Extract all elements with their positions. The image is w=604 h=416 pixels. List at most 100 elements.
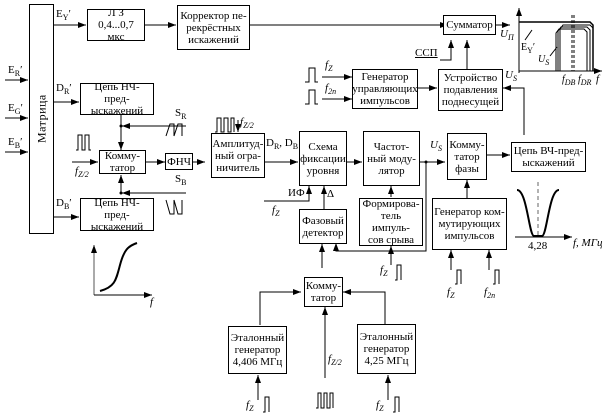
spectrum-fdr-main: f bbox=[578, 74, 581, 85]
label-up: UП bbox=[500, 29, 514, 43]
lpf-block: ФНЧ bbox=[165, 153, 193, 170]
label-f2n-sw-main: f bbox=[484, 286, 488, 298]
pulse-fz2-lim bbox=[215, 117, 235, 133]
label-fz-ref1: fZ bbox=[246, 400, 254, 414]
reference-generator-2-block: Эталонный генератор 4,25 МГц bbox=[357, 324, 416, 374]
label-fz2-comm-sub: Z/2 bbox=[78, 170, 89, 180]
wire-ssp bbox=[440, 40, 454, 61]
label-fz-if: fZ bbox=[272, 205, 280, 219]
label-drdb: DR, DB bbox=[266, 138, 298, 152]
sawtooth-sb bbox=[165, 199, 183, 215]
label-drdb-d1: D bbox=[266, 137, 274, 149]
label-fz-sw-main: f bbox=[447, 286, 451, 298]
subcarrier-suppressor-block: Устройство подавления поднесущей bbox=[438, 69, 503, 111]
label-fz-ref2-sub: Z bbox=[379, 404, 384, 414]
label-f2n-gen-sub: 2n bbox=[328, 87, 337, 97]
label-fz-ref2: fZ bbox=[376, 400, 384, 414]
label-db-sub: B bbox=[63, 202, 70, 212]
control-pulse-generator-block: Генератор управляющих импульсов bbox=[352, 69, 418, 109]
wire-ref2-comm2 bbox=[343, 289, 386, 325]
label-fz2-comm-main: f bbox=[75, 165, 79, 177]
label-us-supp: US bbox=[505, 70, 517, 84]
label-fz2-comm2: fZ/2 bbox=[328, 354, 342, 368]
lf-preemphasis-r-block: Цепь НЧ-пред- ыскажений bbox=[80, 81, 154, 117]
label-drdb-d2: , D bbox=[279, 137, 293, 149]
spectrum-chart bbox=[516, 8, 602, 74]
label-delta: Δ bbox=[327, 188, 335, 200]
spectrum-us-label: US bbox=[538, 54, 549, 68]
spectrum-ey-sub: Y bbox=[527, 46, 533, 55]
label-eb-sub: B bbox=[14, 141, 21, 151]
label-fz-ref1-main: f bbox=[246, 399, 250, 411]
wire-us-supp bbox=[503, 85, 525, 135]
label-eg: EG′ bbox=[8, 102, 23, 117]
sawtooth-sr bbox=[165, 123, 183, 137]
blanking-pulse-former-block: Формирова- тель импуль- сов срыва bbox=[359, 198, 423, 246]
label-fz-sw: fZ bbox=[447, 287, 455, 301]
label-fz-if-main: f bbox=[272, 204, 276, 216]
matrix-block: Матрица bbox=[29, 4, 54, 234]
spectrum-f-label: f bbox=[596, 73, 600, 85]
commutator-2-block: Комму- татор bbox=[304, 277, 343, 307]
label-sb: SB bbox=[175, 174, 186, 188]
label-us-main: US bbox=[430, 140, 442, 154]
crosstalk-corrector-block: Корректор пе- рекрёстных искажений bbox=[177, 5, 250, 50]
label-db: DB′ bbox=[56, 197, 72, 212]
spectrum-us-sub: S bbox=[545, 58, 550, 67]
hf-chart-axis-label: f, МГц bbox=[573, 237, 603, 249]
label-ssp: ССП bbox=[415, 47, 438, 59]
label-f2n-sw-sub: 2n bbox=[487, 291, 496, 301]
amplitude-limiter-block: Амплитуд- ный огра- ничитель bbox=[211, 133, 265, 178]
label-eb-main: E bbox=[8, 136, 15, 148]
pulse-fz-gen bbox=[305, 67, 318, 83]
label-sr-main: S bbox=[175, 107, 182, 119]
label-dr-sub: R bbox=[63, 87, 70, 97]
summator-block: Сумматор bbox=[443, 15, 496, 35]
label-sr: SR bbox=[175, 108, 186, 122]
label-eb: EB′ bbox=[8, 136, 23, 151]
label-dr-main: D bbox=[56, 82, 64, 94]
label-if: ИФ bbox=[288, 187, 305, 199]
label-fz2-lim-sub: Z/2 bbox=[243, 121, 254, 131]
label-fz-if-sub: Z bbox=[275, 209, 280, 219]
label-sb-sub: B bbox=[181, 178, 187, 188]
hf-chart-freq-label: 4,28 bbox=[528, 240, 548, 252]
pulse-fz-ref1 bbox=[263, 396, 270, 413]
pulse-fz-ref2 bbox=[393, 396, 400, 413]
label-us-supp-sub: S bbox=[512, 74, 517, 84]
label-ey-sub: Y bbox=[62, 13, 69, 23]
label-db-main: D bbox=[56, 197, 64, 209]
spectrum-us-main: U bbox=[538, 54, 546, 65]
phase-detector-block: Фазовый детектор bbox=[299, 209, 347, 244]
label-drdb-sub1: R bbox=[273, 142, 280, 152]
lf-chart-axis-label: f bbox=[150, 296, 154, 308]
label-f2n-gen-main: f bbox=[325, 82, 329, 94]
pulse-fz2-comm bbox=[76, 134, 91, 151]
label-up-sub: П bbox=[507, 33, 514, 43]
label-us-u: U bbox=[430, 139, 438, 151]
pulse-f2n-gen bbox=[305, 89, 318, 105]
label-ey-main: E bbox=[56, 8, 63, 20]
label-fz2-comm: fZ/2 bbox=[75, 166, 89, 180]
label-fz-ref1-sub: Z bbox=[249, 404, 254, 414]
label-fz-former-main: f bbox=[380, 264, 384, 276]
wire-ref1-comm2 bbox=[259, 289, 301, 325]
spectrum-ey-label: EY′ bbox=[521, 42, 536, 55]
spectrum-ey-main: E bbox=[521, 42, 528, 53]
label-eg-main: E bbox=[8, 102, 15, 114]
lf-preemphasis-b-block: Цепь НЧ-пред- ыскажений bbox=[80, 197, 154, 233]
hf-preemphasis-block: Цепь ВЧ-пред- ыскажений bbox=[511, 142, 586, 172]
delay-line-block: Л З 0,4...0,7 мкс bbox=[87, 7, 145, 43]
switching-pulse-generator-block: Генератор ком- мутирующих импульсов bbox=[432, 198, 507, 250]
label-fz2-comm2-main: f bbox=[328, 353, 332, 365]
label-er-main: E bbox=[8, 64, 15, 76]
commutator-1-block: Комму- татор bbox=[99, 150, 146, 174]
spectrum-fdr-sub: DR bbox=[580, 78, 592, 87]
label-sr-sub: R bbox=[181, 112, 187, 122]
hf-response-chart bbox=[515, 182, 572, 240]
label-us-supp-u: U bbox=[505, 69, 513, 81]
wire-us-loop bbox=[333, 162, 427, 252]
label-fz-ref2-main: f bbox=[376, 399, 380, 411]
label-fz-former-sub: Z bbox=[383, 269, 388, 279]
